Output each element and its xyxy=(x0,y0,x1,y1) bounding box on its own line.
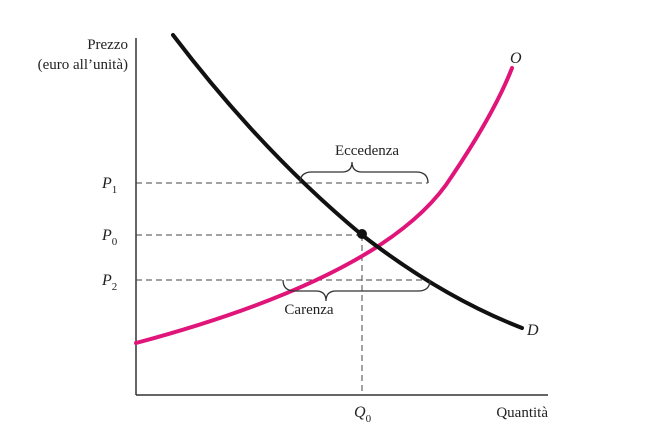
price-tick-p0-letter: P xyxy=(101,227,112,244)
price-tick-p1-letter: P xyxy=(101,175,112,192)
shortage-brace xyxy=(282,279,431,302)
price-tick-p1: P1 xyxy=(101,175,117,196)
demand-label: D xyxy=(526,322,539,339)
price-tick-p0-sub: 0 xyxy=(112,236,118,248)
price-tick-p1-sub: 1 xyxy=(112,184,118,196)
price-tick-p2: P2 xyxy=(101,272,117,293)
y-axis-label-line2: (euro all’unità) xyxy=(38,57,128,73)
price-tick-p2-letter: P xyxy=(101,272,112,289)
surplus-label: Eccedenza xyxy=(335,143,399,159)
supply-label: O xyxy=(510,50,522,67)
price-tick-p0: P0 xyxy=(101,227,118,248)
price-tick-p2-sub: 2 xyxy=(112,281,118,293)
quantity-tick-q0-letter: Q xyxy=(354,404,366,421)
quantity-tick-q0-sub: 0 xyxy=(366,413,372,425)
quantity-tick-q0: Q0 xyxy=(354,404,372,425)
equilibrium-point xyxy=(357,229,367,239)
surplus-brace xyxy=(299,161,429,184)
shortage-label: Carenza xyxy=(284,302,333,318)
y-axis-label-line1: Prezzo xyxy=(87,37,128,53)
demand-curve xyxy=(171,33,524,330)
x-axis-label: Quantità xyxy=(496,405,548,421)
supply-curve xyxy=(134,66,514,345)
